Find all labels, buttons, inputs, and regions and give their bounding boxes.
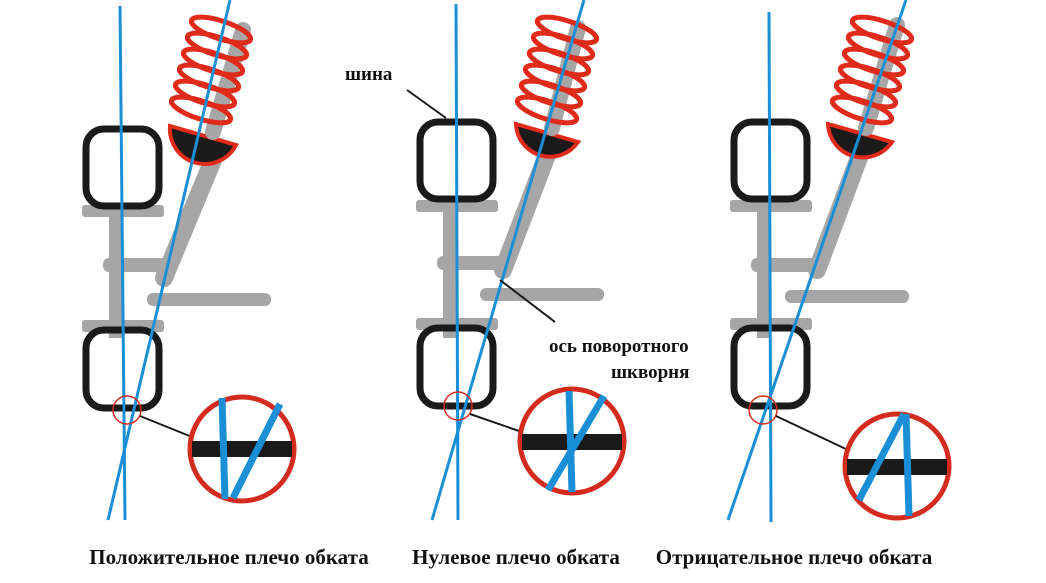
coil-spring — [829, 14, 915, 126]
strut-body — [808, 146, 869, 279]
zoom-leader — [775, 415, 849, 451]
tire-label: шина — [345, 64, 393, 85]
panel-positive-scrub — [82, 0, 297, 521]
kingpin-axis — [726, 0, 908, 521]
contact-patch-marker — [443, 391, 473, 421]
tire-label-leader — [406, 89, 447, 119]
spring-seat — [167, 123, 239, 166]
kingpin-axis — [106, 0, 232, 521]
wheel-center-axis — [118, 5, 127, 521]
caption-zero-scrub: Нулевое плечо обката — [412, 545, 620, 569]
zoom-leader — [469, 413, 523, 433]
kingpin-axis — [430, 0, 586, 521]
panel-zero-scrub: шина ось поворотного шкворня — [345, 0, 689, 521]
suspension-structure — [730, 200, 909, 338]
panel-negative-scrub — [726, 0, 952, 523]
zoom-detail — [842, 411, 952, 521]
axis-label-line1: ось поворотного — [549, 336, 689, 357]
spring-seat — [825, 121, 896, 160]
coil-spring — [514, 14, 600, 126]
zoom-leader — [139, 415, 193, 438]
contact-patch-marker — [748, 395, 778, 425]
axis-label-leader — [499, 279, 556, 323]
zoom-detail — [517, 386, 627, 496]
contact-patch-marker — [112, 395, 142, 425]
axis-label-line2: шкворня — [611, 362, 689, 383]
zoom-detail — [187, 394, 297, 504]
piston-rod — [544, 20, 586, 136]
caption-negative-scrub: Отрицательное плечо обката — [656, 545, 933, 569]
spring-seat — [513, 121, 582, 159]
wheel-center-axis — [454, 3, 460, 521]
caption-positive-scrub: Положительное плечо обката — [89, 545, 369, 569]
wheel-center-axis — [767, 11, 773, 523]
strut-body — [155, 151, 222, 287]
suspension-structure — [82, 205, 271, 338]
